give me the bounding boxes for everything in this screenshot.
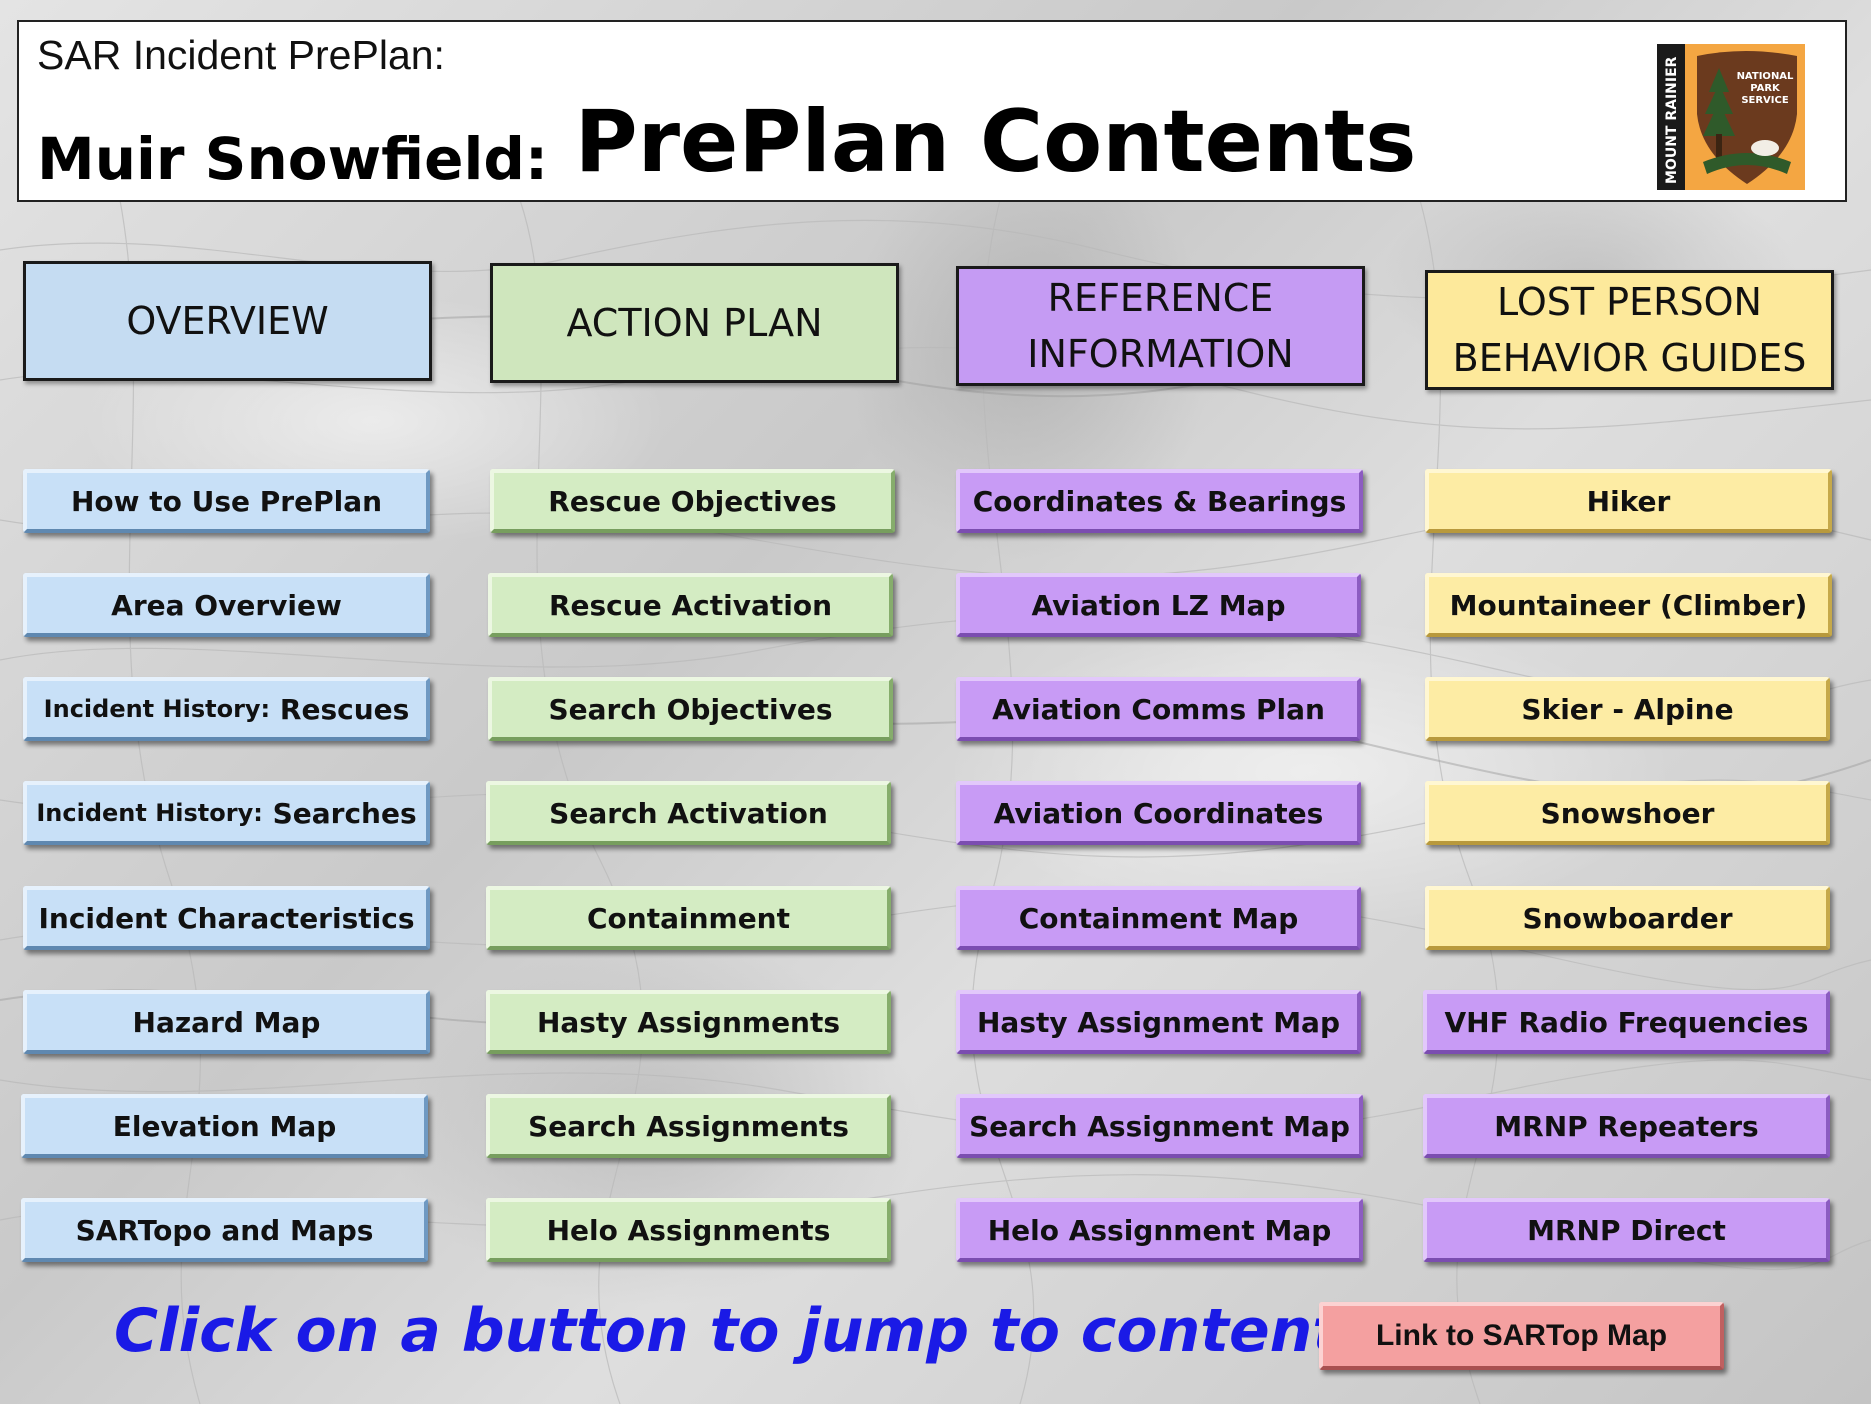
column-heading-label: LOST PERSON BEHAVIOR GUIDES [1452,280,1807,380]
button-hasty-assignments[interactable]: Hasty Assignments [486,990,891,1054]
button-containment[interactable]: Containment [486,886,891,950]
button-label: Helo Assignments [546,1213,831,1247]
button-area-overview[interactable]: Area Overview [23,573,430,637]
button-label: Aviation Comms Plan [992,692,1325,726]
button-label: Searches [272,796,417,830]
button-link-to-sartop-map[interactable]: Link to SARTop Map [1319,1302,1724,1370]
button-label: Hazard Map [132,1005,321,1039]
button-label: Search Assignments [528,1109,849,1143]
button-label: Aviation Coordinates [993,796,1324,830]
page-title: PrePlan Contents [574,92,1417,192]
button-helo-assignments[interactable]: Helo Assignments [486,1198,891,1262]
button-label: Hiker [1586,484,1671,518]
location-name: Muir Snowfield: [37,125,549,193]
header-title-line: Muir Snowfield: PrePlan Contents [37,92,1416,200]
button-incident-history-rescues[interactable]: Incident History: Rescues [23,677,430,741]
logo-agency-line-1: NATIONAL [1737,71,1794,82]
column-heading-lost-person-behavior-guides: LOST PERSON BEHAVIOR GUIDES [1425,270,1834,390]
button-incident-characteristics[interactable]: Incident Characteristics [23,886,430,950]
button-search-activation[interactable]: Search Activation [486,781,891,845]
column-heading-reference-information: REFERENCE INFORMATION [956,266,1365,386]
button-rescue-activation[interactable]: Rescue Activation [488,573,893,637]
button-elevation-map[interactable]: Elevation Map [21,1094,428,1158]
button-label: Hasty Assignments [536,1005,841,1039]
button-incident-history-searches[interactable]: Incident History: Searches [23,781,430,845]
button-label: Rescue Activation [548,588,833,622]
button-label: Mountaineer (Climber) [1449,588,1808,622]
button-aviation-comms-plan[interactable]: Aviation Comms Plan [956,677,1361,741]
header-subtitle: SAR Incident PrePlan: [37,32,445,78]
button-label: Snowboarder [1522,901,1733,935]
button-label: Search Assignment Map [969,1109,1350,1143]
button-helo-assignment-map[interactable]: Helo Assignment Map [956,1198,1363,1262]
button-skier-alpine[interactable]: Skier - Alpine [1425,677,1830,741]
button-label: MRNP Repeaters [1494,1109,1759,1143]
button-coordinates-and-bearings[interactable]: Coordinates & Bearings [956,469,1363,533]
button-how-to-use-preplan[interactable]: How to Use PrePlan [23,469,430,533]
button-hazard-map[interactable]: Hazard Map [23,990,430,1054]
button-label: Link to SARTop Map [1375,1319,1668,1352]
logo-side-text: MOUNT RAINIER [1664,56,1680,184]
header-panel: SAR Incident PrePlan: Muir Snowfield: Pr… [17,20,1847,202]
button-label: Skier - Alpine [1521,692,1734,726]
button-mrnp-repeaters[interactable]: MRNP Repeaters [1423,1094,1830,1158]
button-mountaineer-climber[interactable]: Mountaineer (Climber) [1425,573,1832,637]
button-label: Coordinates & Bearings [972,484,1347,518]
button-label: Rescues [279,692,410,726]
button-search-objectives[interactable]: Search Objectives [488,677,893,741]
button-mrnp-direct[interactable]: MRNP Direct [1423,1198,1830,1262]
column-heading-overview: OVERVIEW [23,261,432,381]
logo-agency-line-2: PARK [1750,83,1781,94]
button-snowboarder[interactable]: Snowboarder [1425,886,1830,950]
button-label: Snowshoer [1540,796,1715,830]
button-label: Containment Map [1018,901,1299,935]
button-label: Elevation Map [112,1109,337,1143]
button-search-assignment-map[interactable]: Search Assignment Map [956,1094,1363,1158]
button-label: Helo Assignment Map [987,1213,1332,1247]
column-heading-label: ACTION PLAN [566,301,823,345]
button-label: Incident Characteristics [38,901,415,935]
button-aviation-lz-map[interactable]: Aviation LZ Map [956,573,1361,637]
instruction-text: Click on a button to jump to contents [114,1296,1377,1366]
button-label: Containment [586,901,790,935]
button-label-prefix: Incident History: [36,799,263,827]
button-snowshoer[interactable]: Snowshoer [1425,781,1830,845]
column-heading-label: OVERVIEW [126,299,329,343]
button-label: Search Objectives [548,692,833,726]
button-label: Rescue Objectives [548,484,837,518]
button-aviation-coordinates[interactable]: Aviation Coordinates [956,781,1361,845]
button-rescue-objectives[interactable]: Rescue Objectives [490,469,895,533]
button-containment-map[interactable]: Containment Map [956,886,1361,950]
button-label: Aviation LZ Map [1031,588,1286,622]
button-vhf-radio-frequencies[interactable]: VHF Radio Frequencies [1423,990,1830,1054]
button-label: How to Use PrePlan [70,484,383,518]
button-label-prefix: Incident History: [43,695,271,723]
button-label: Search Activation [549,796,828,830]
column-heading-action-plan: ACTION PLAN [490,263,899,383]
column-heading-label: REFERENCE INFORMATION [1027,276,1294,376]
button-hasty-assignment-map[interactable]: Hasty Assignment Map [956,990,1361,1054]
button-hiker[interactable]: Hiker [1425,469,1832,533]
button-search-assignments[interactable]: Search Assignments [486,1094,891,1158]
button-label: SARTopo and Maps [75,1213,374,1247]
button-label: VHF Radio Frequencies [1444,1005,1809,1039]
logo-agency-line-3: SERVICE [1741,95,1789,106]
button-label: Area Overview [111,588,342,622]
button-label: Hasty Assignment Map [977,1005,1340,1039]
button-sartopo-and-maps[interactable]: SARTopo and Maps [21,1198,428,1262]
button-label: MRNP Direct [1527,1213,1726,1247]
nps-arrowhead-logo: MOUNT RAINIER NATIONAL PARK SERVICE [1657,44,1805,190]
